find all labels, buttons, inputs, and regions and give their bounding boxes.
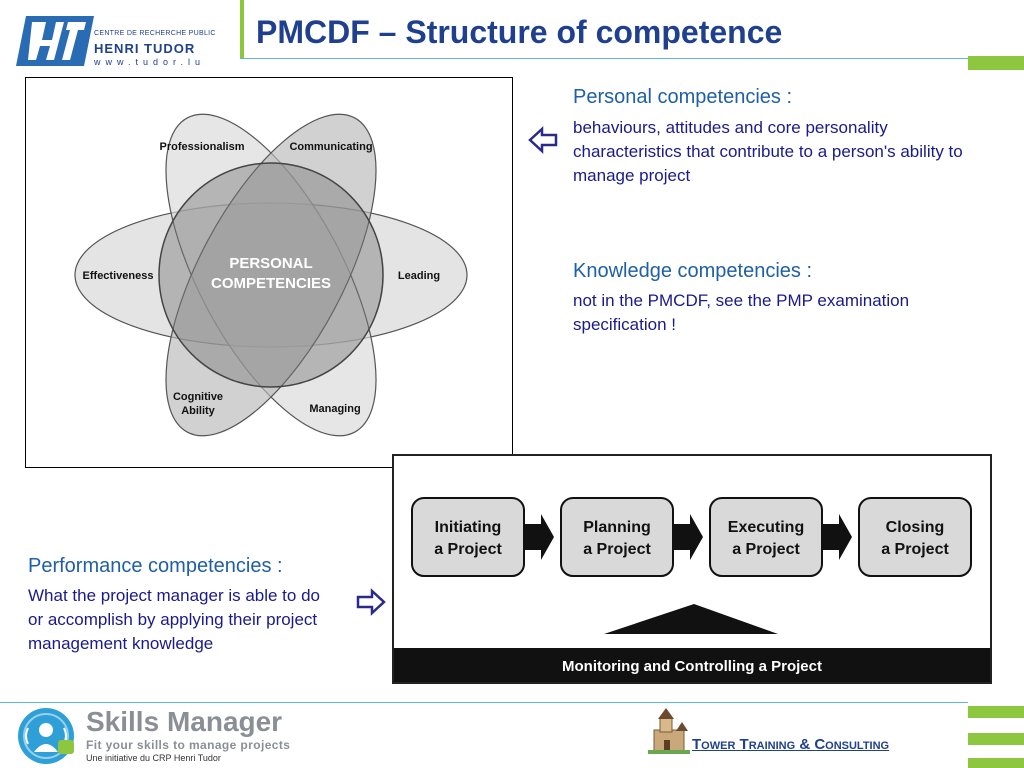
process-arrow-1 <box>525 514 554 560</box>
footer-green-accent-3 <box>968 758 1024 768</box>
monitoring-label: Monitoring and Controlling a Project <box>562 658 822 675</box>
tudor-logo[interactable] <box>14 10 226 70</box>
knowledge-description: not in the PMCDF, see the PMP examinatio… <box>573 291 910 334</box>
petal-label-leading: Leading <box>398 270 440 282</box>
footer-divider <box>0 702 968 703</box>
logo-line-1: CENTRE DE RECHERCHE PUBLIC <box>94 30 216 37</box>
skills-manager-tagline: Fit your skills to manage projects <box>86 738 291 752</box>
petal-label-communicating: Communicating <box>289 141 372 153</box>
center-circle <box>158 162 384 388</box>
process-arrow-2 <box>674 514 703 560</box>
skills-manager-logo-icon <box>18 708 74 764</box>
process-arrow-3 <box>823 514 852 560</box>
personal-heading: Personal competencies : <box>573 86 793 108</box>
performance-heading: Performance competencies : <box>28 555 283 577</box>
process-step-planning <box>560 497 674 577</box>
petal-diagonal-b <box>165 113 377 437</box>
page-title: PMCDF – Structure of competence <box>256 14 783 50</box>
tower-icon <box>648 708 690 754</box>
header-divider <box>240 58 968 59</box>
footer-green-accent-2 <box>968 733 1024 745</box>
header-green-accent <box>968 56 1024 70</box>
process-step-closing <box>858 497 972 577</box>
process-step-executing <box>709 497 823 577</box>
right-arrow-icon <box>356 588 386 616</box>
tudor-logo-icon <box>16 16 94 66</box>
tower-training-link[interactable]: Tower Training & Consulting <box>692 736 890 753</box>
footer-green-accent-1 <box>968 706 1024 718</box>
knowledge-heading: Knowledge competencies : <box>573 260 813 282</box>
left-arrow-icon <box>528 126 558 154</box>
personal-description: behaviours, attitudes and core personali… <box>573 118 963 185</box>
petal-label-effectiveness: Effectiveness <box>83 270 154 282</box>
process-step-initiating <box>411 497 525 577</box>
logo-line-2: HENRI TUDOR <box>94 41 196 56</box>
monitoring-up-arrow <box>604 604 778 634</box>
skills-manager-title: Skills Manager <box>86 706 283 737</box>
petal-label-managing: Managing <box>309 403 360 415</box>
skills-manager-initiative: Une initiative du CRP Henri Tudor <box>86 753 221 763</box>
petal-label-professionalism: Professionalism <box>160 141 245 153</box>
title-accent-bar <box>240 0 244 58</box>
logo-url[interactable]: www.tudor.lu <box>94 57 206 67</box>
performance-description: What the project manager is able to do o… <box>28 586 320 653</box>
monitoring-bar <box>394 648 990 682</box>
